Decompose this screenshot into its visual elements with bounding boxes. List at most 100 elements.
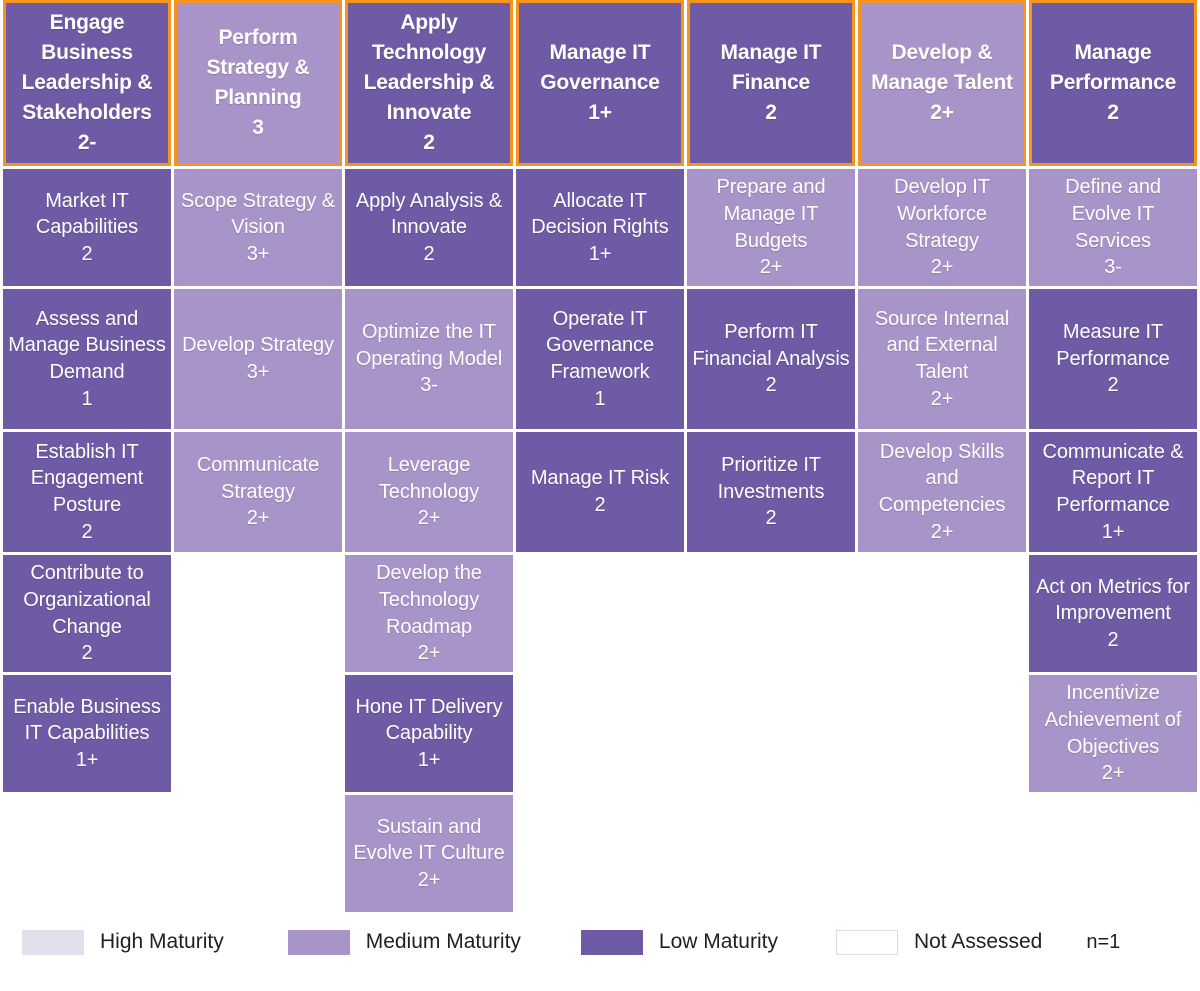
column-header[interactable]: Engage Business Leadership & Stakeholder… [3,0,171,166]
capability-score: 2 [81,520,93,543]
capability-cell[interactable]: Act on Metrics for Improvement 2 [1029,555,1197,672]
capability-label: Hone IT Delivery Capability [355,695,503,745]
capability-score: 1 [594,387,606,410]
column-header-score: 3 [252,115,264,139]
capability-label: Manage IT Risk [530,467,670,490]
capability-cell[interactable]: Operate IT Governance Framework 1 [516,289,684,429]
capability-cell[interactable]: Hone IT Delivery Capability 1+ [345,675,513,792]
legend-label: Not Assessed [913,930,1043,953]
capability-score: 2 [81,642,93,665]
capability-label: Communicate Strategy [196,454,320,503]
capability-label: Enable Business IT Capabilities [13,695,161,745]
empty-cell [687,675,855,792]
column-header-text: Perform Strategy & Planning [206,26,310,109]
column-header-score: 1+ [588,100,612,124]
capability-label: Develop the Technology Roadmap [376,562,482,638]
legend-swatch [835,929,898,955]
capability-label: Act on Metrics for Improvement [1036,575,1190,625]
capability-score: 2 [423,242,435,265]
capability-score: 2+ [930,520,954,543]
capability-score: 2 [765,507,777,530]
capability-cell[interactable]: Contribute to Organizational Change 2 [3,555,171,672]
capability-cell[interactable]: Incentivize Achievement of Objectives 2+ [1029,675,1197,792]
legend-swatch [22,929,84,955]
header-row: Engage Business Leadership & Stakeholder… [0,0,1200,166]
legend-label: Low Maturity [658,930,778,953]
capability-score: 1+ [1101,520,1125,543]
capability-label: Develop IT Workforce Strategy [894,176,990,252]
capability-label: Operate IT Governance Framework [546,307,654,383]
column-header-score: 2 [765,100,777,124]
column-header-text: Apply Technology Leadership & Innovate [363,11,495,124]
column-header[interactable]: Perform Strategy & Planning 3 [174,0,342,166]
capability-score: 2+ [1101,762,1125,785]
column-header-score: 2+ [930,100,954,124]
capability-score: 2+ [417,642,441,665]
capability-label: Develop Strategy [182,334,334,357]
capability-label: Establish IT Engagement Posture [30,440,144,516]
capability-label: Optimize the IT Operating Model [355,321,503,370]
capability-column: Scope Strategy & Vision 3+ Develop Strateg… [174,169,342,912]
capability-score: 2+ [759,256,783,279]
capability-cell[interactable]: Scope Strategy & Vision 3+ [174,169,342,286]
capability-score: 2+ [930,387,954,410]
capability-label: Scope Strategy & Vision [180,189,336,239]
empty-cell [516,675,684,792]
capability-label: Allocate IT Decision Rights [531,189,669,239]
capability-cell[interactable]: Prioritize IT Investments 2 [687,432,855,552]
empty-cell [174,675,342,792]
empty-cell [516,555,684,672]
capability-cell[interactable]: Develop Skills and Competencies 2+ [858,432,1026,552]
capability-cell[interactable]: Manage IT Risk 2 [516,432,684,552]
capability-score: 2 [594,494,606,516]
column-header-score: 2 [1107,100,1119,124]
capability-score: 2 [1107,628,1119,651]
empty-cell [174,555,342,672]
capability-cell[interactable]: Establish IT Engagement Posture 2 [3,432,171,552]
capability-score: 2 [765,374,777,397]
column-header-text: Engage Business Leadership & Stakeholder… [21,11,153,124]
capability-label: Develop Skills and Competencies [878,440,1006,516]
capability-score: 3- [1104,256,1122,279]
capability-cell[interactable]: Develop IT Workforce Strategy 2+ [858,169,1026,286]
capability-score: 2+ [417,507,441,530]
capability-score: 1+ [417,748,441,771]
capability-label: Prioritize IT Investments [717,454,825,503]
empty-cell [858,675,1026,792]
capability-score: 2+ [930,256,954,279]
capability-score: 2 [1107,374,1119,397]
capability-score: 3+ [246,242,270,265]
capability-cell[interactable]: Develop the Technology Roadmap 2+ [345,555,513,672]
capability-label: Contribute to Organizational Change [23,562,151,638]
capability-score: 2+ [417,868,441,891]
capability-label: Incentivize Achievement of Objectives [1044,682,1182,758]
column-header[interactable]: Manage IT Finance 2 [687,0,855,166]
capability-score: 1 [81,387,93,410]
column-header-text: Manage IT Finance [720,41,822,95]
capability-label: Market IT Capabilities [35,189,139,239]
